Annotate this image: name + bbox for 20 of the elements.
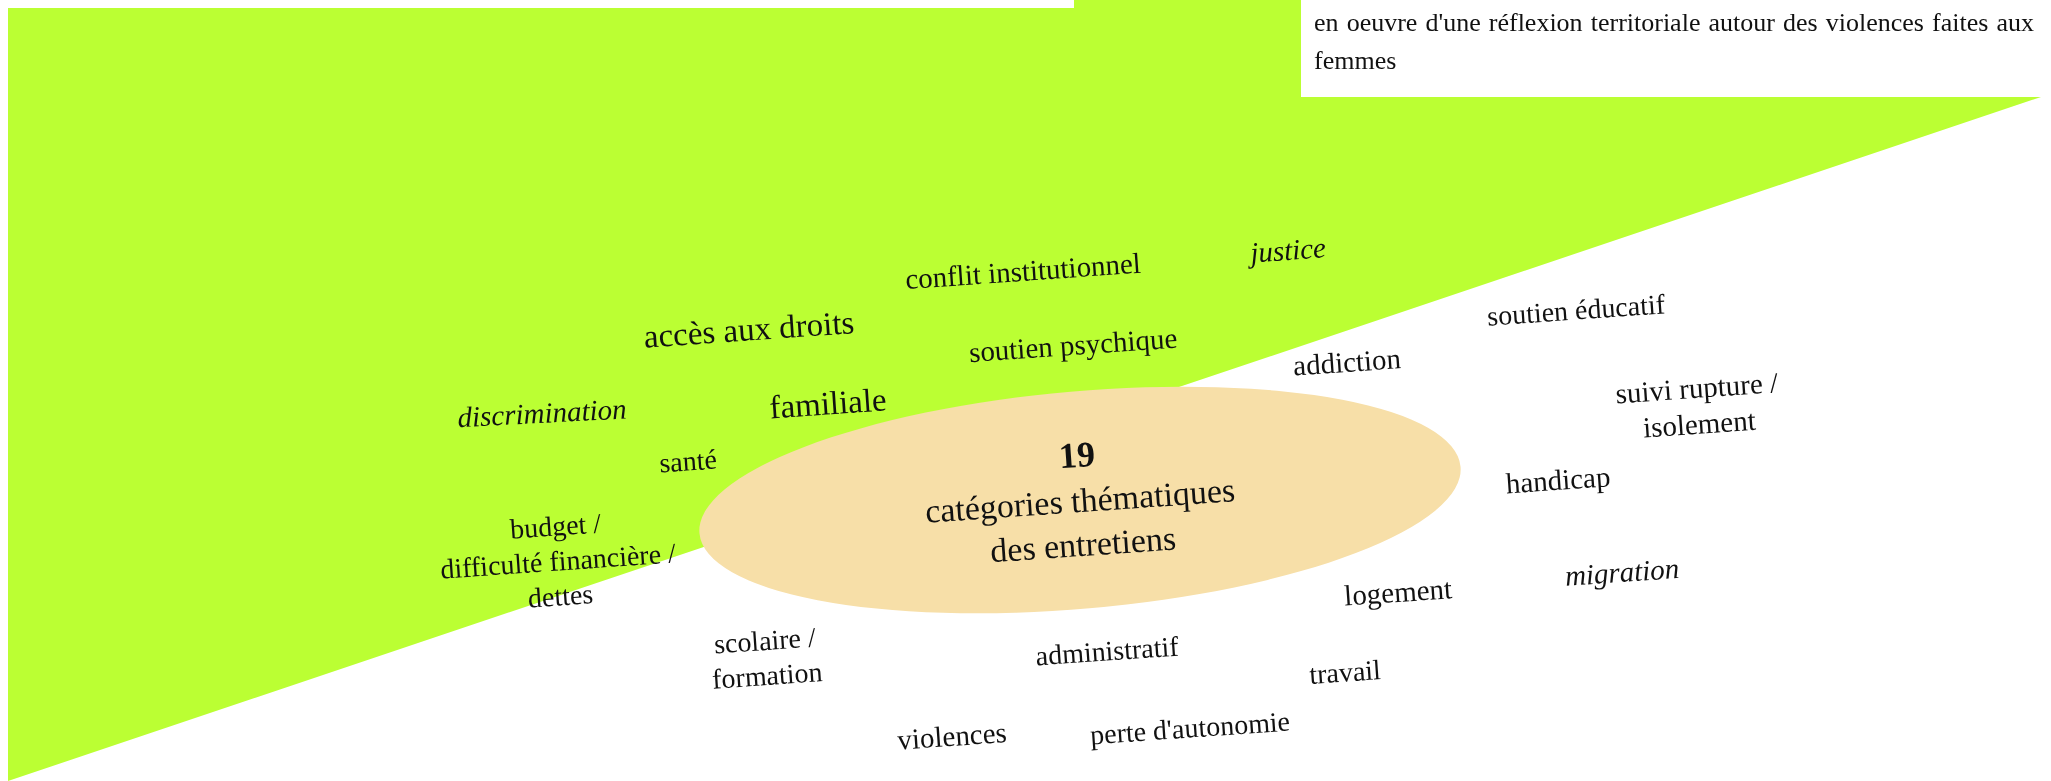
theme-word: administratif: [1034, 629, 1180, 674]
theme-word: travail: [1308, 653, 1382, 692]
theme-word: accès aux droits: [642, 303, 856, 357]
theme-word: scolaire / formation: [710, 620, 824, 697]
theme-word: violences: [896, 715, 1008, 758]
theme-word: handicap: [1504, 459, 1612, 502]
theme-word: conflit institutionnel: [904, 245, 1142, 298]
theme-word: logement: [1342, 571, 1454, 614]
intro-text: en oeuvre d'une réflexion territoriale autour des violences faites aux femmes: [1314, 7, 2034, 77]
theme-word: familiale: [768, 380, 888, 428]
theme-word: budget / difficulté financière / dettes: [438, 506, 678, 616]
theme-word: justice: [1249, 230, 1327, 271]
theme-word: suivi rupture / isolement: [1614, 365, 1780, 446]
theme-word: addiction: [1291, 341, 1403, 384]
theme-word: soutien psychique: [967, 320, 1179, 371]
theme-word: soutien éducatif: [1485, 287, 1667, 334]
theme-word: santé: [658, 442, 718, 481]
theme-word: discrimination: [456, 391, 628, 436]
theme-word: migration: [1563, 550, 1681, 594]
theme-word: perte d'autonomie: [1088, 704, 1292, 753]
